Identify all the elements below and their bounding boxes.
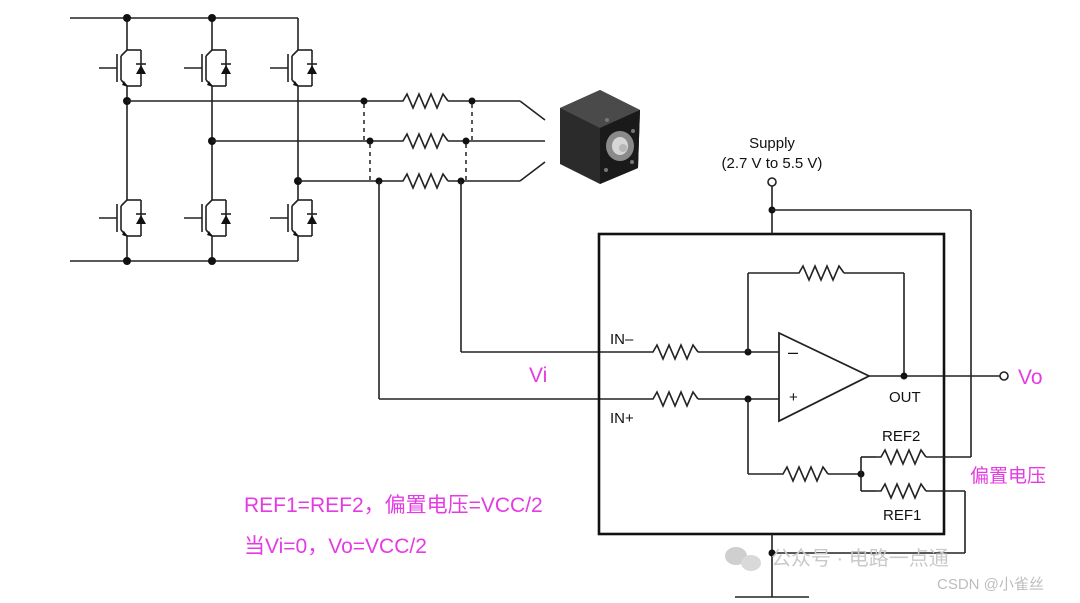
sense-wires bbox=[378, 181, 648, 400]
inverter-bridge bbox=[70, 14, 318, 265]
bias-voltage-label: 偏置电压 bbox=[970, 465, 1046, 487]
igbt-upper-3 bbox=[269, 37, 318, 99]
igbt-lower-1 bbox=[98, 187, 147, 249]
igbt-upper-1 bbox=[98, 37, 147, 99]
wechat-icon bbox=[725, 547, 761, 571]
opamp-minus-sign: – bbox=[788, 342, 798, 362]
supply-label: Supply bbox=[749, 135, 795, 152]
stepper-motor bbox=[560, 90, 640, 184]
current-sense-amplifier bbox=[597, 177, 1009, 598]
wechat-account-text: 公众号 · 电路一点通 bbox=[771, 547, 949, 570]
opamp-plus-sign: + bbox=[789, 389, 798, 406]
vi-label: Vi bbox=[529, 364, 547, 387]
pin-in-minus-label: IN– bbox=[610, 331, 634, 348]
note-line-2: 当Vi=0，Vo=VCC/2 bbox=[244, 535, 427, 558]
phase-lines bbox=[127, 93, 546, 189]
csdn-watermark: CSDN @小雀丝 bbox=[937, 576, 1044, 593]
pin-ref2-label: REF2 bbox=[882, 428, 920, 445]
wechat-watermark: 公众号 · 电路一点通 bbox=[725, 547, 949, 571]
supply-range-label: (2.7 V to 5.5 V) bbox=[722, 155, 823, 172]
note-line-1: REF1=REF2，偏置电压=VCC/2 bbox=[244, 494, 543, 517]
igbt-lower-3 bbox=[269, 187, 318, 249]
pin-out-label: OUT bbox=[889, 389, 921, 406]
pin-in-plus-label: IN+ bbox=[610, 410, 634, 427]
vo-label: Vo bbox=[1018, 366, 1043, 389]
igbt-upper-2 bbox=[183, 37, 232, 99]
igbt-lower-2 bbox=[183, 187, 232, 249]
pin-ref1-label: REF1 bbox=[883, 507, 921, 524]
